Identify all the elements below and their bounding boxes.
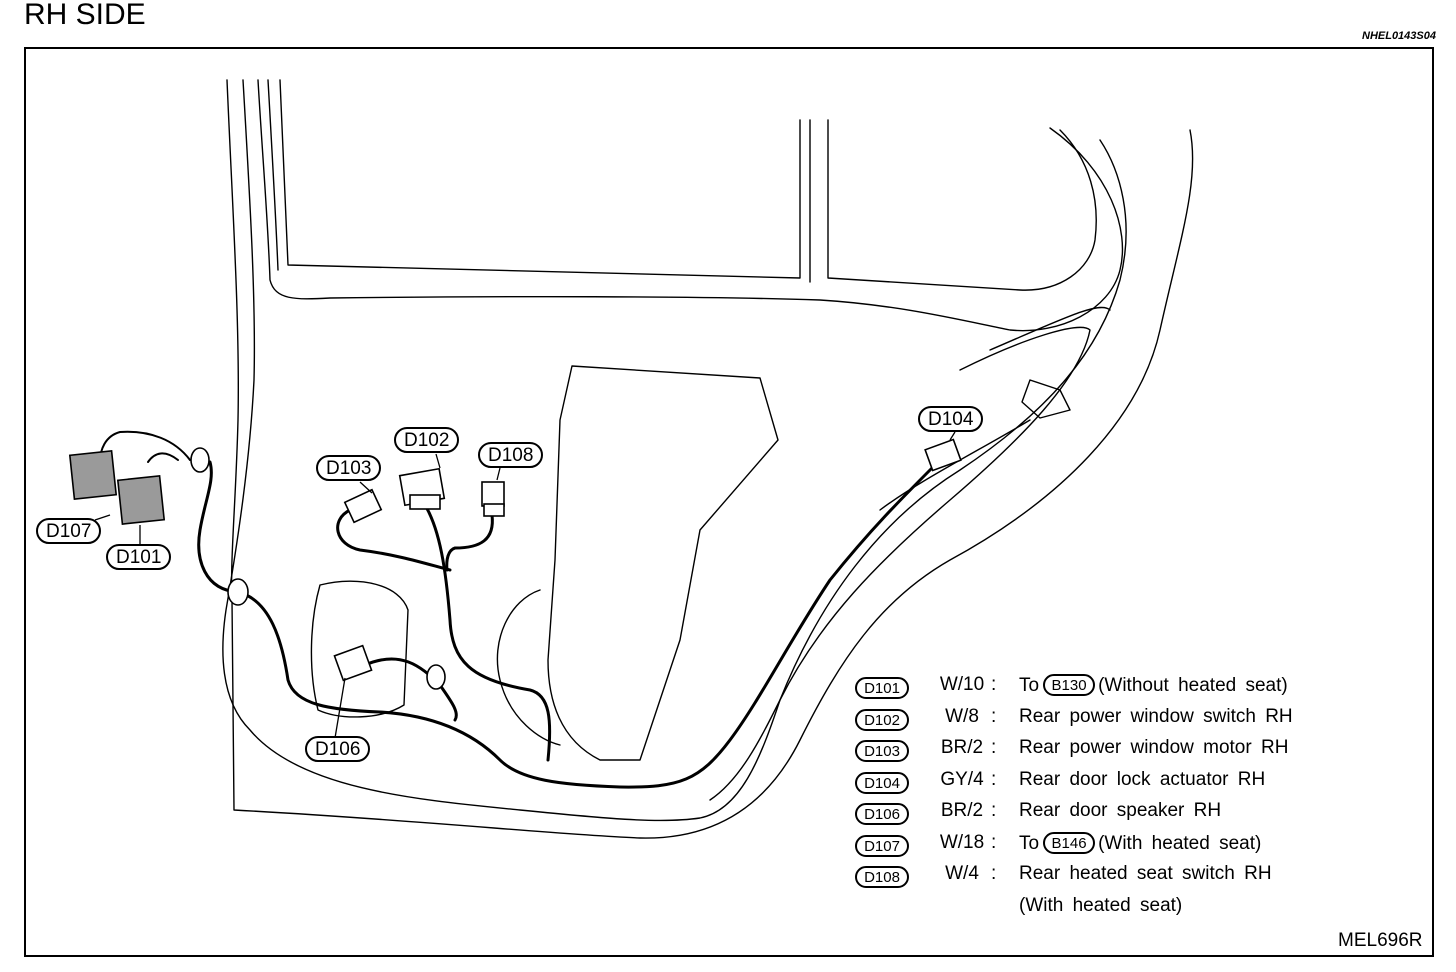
door-outline-inner [222,79,1127,822]
callout-d104: D104 [918,406,984,432]
diagram-frame [24,47,1434,957]
legend-description: Rear door lock actuator RH [1019,768,1266,790]
legend-wire: GY/4 [940,768,984,790]
harness-branch-d103 [336,508,452,572]
legend-separator: : [991,705,997,727]
legend-description: Rear power window motor RH [1019,737,1289,758]
legend-connector: D108 [855,866,909,888]
grommet-lower [227,578,249,606]
legend-separator: : [991,800,997,821]
legend-description: Rear heated seat switch RH [1019,863,1272,884]
legend-separator: : [991,863,997,884]
legend-separator: : [991,674,997,695]
legend-wire: W/8 [945,705,979,727]
connector-d104-shape [924,438,962,472]
legend-description: Rear power window switch RH [1019,705,1293,727]
reference-code: NHEL0143S04 [1362,30,1436,42]
legend-continuation: (With heated seat) [1019,894,1183,916]
legend-connector: D104 [855,771,909,794]
figure-code: MEL696R [1338,930,1423,951]
legend-connector: D107 [855,834,909,857]
speaker-recess [310,580,409,718]
door-outline-outer [226,79,1194,839]
legend-note: (Without heated seat) [1098,675,1288,696]
legend-wire: BR/2 [940,800,984,821]
connector-d103-shape [343,488,383,524]
harness-branch-d102 [423,503,552,762]
legend-connector: D106 [855,803,909,825]
harness-branch-d108 [445,513,494,572]
legend-separator: : [991,831,997,853]
callout-d107: D107 [36,518,102,544]
callout-d106: D106 [305,736,371,762]
door-edge-line [257,79,1124,332]
connector-d107-shape [68,450,118,500]
callout-d108: D108 [478,442,544,468]
legend-wire: W/10 [939,674,985,695]
window-frame [279,79,801,279]
legend-connector: D103 [855,740,909,762]
grommet-upper [190,447,210,473]
legend-separator: : [991,768,997,790]
legend-wire: W/18 [939,831,985,853]
legend-ref-connector: B130 [1043,674,1096,696]
legend-separator: : [991,737,997,758]
page-title: RH SIDE [24,0,146,31]
harness-main [236,458,942,789]
grommet-speaker [426,664,446,690]
callout-d103: D103 [316,455,382,481]
legend-wire: BR/2 [940,737,984,758]
callout-d101: D101 [106,544,172,570]
harness-branch-d101 [197,460,240,594]
legend-note: (With heated seat) [1098,832,1262,854]
connector-d108-shape [481,481,505,507]
legend-wire: W/4 [945,863,979,884]
legend-ref-connector: B146 [1043,831,1096,854]
callout-d102: D102 [394,427,460,453]
legend-connector: D102 [855,708,909,731]
legend-connector: D101 [855,677,909,699]
inner-panel-opening [547,365,779,761]
legend-description: Rear door speaker RH [1019,800,1222,821]
legend-prefix: To [1019,832,1040,854]
connector-d106-shape [333,644,373,682]
legend-prefix: To [1019,675,1040,696]
connector-d101-shape [116,475,166,525]
